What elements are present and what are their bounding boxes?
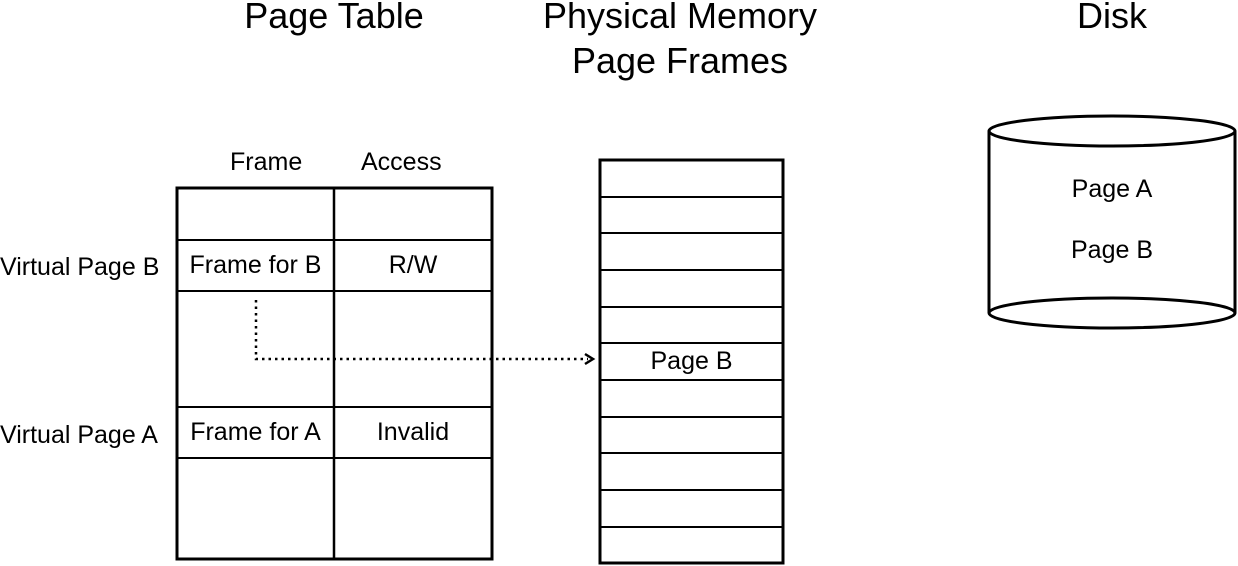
virtual-page-a-label: Virtual Page A <box>0 421 158 449</box>
frame-for-b-cell: Frame for B <box>189 251 322 279</box>
page-table-grid <box>175 186 494 561</box>
frame-column-header: Frame <box>230 148 303 176</box>
disk-title: Disk <box>1077 0 1147 36</box>
mapping-arrow <box>254 300 596 366</box>
disk-cylinder <box>987 114 1237 330</box>
disk-page-b: Page B <box>1070 236 1153 264</box>
access-invalid-cell: Invalid <box>376 418 450 446</box>
page-table-title: Page Table <box>244 0 424 36</box>
physical-frame-page-b: Page B <box>650 347 733 375</box>
virtual-page-b-label: Virtual Page B <box>0 253 160 281</box>
access-rw-cell: R/W <box>388 251 438 279</box>
page-frames-title: Page Frames <box>571 40 789 81</box>
access-column-header: Access <box>361 148 442 176</box>
physical-memory-title: Physical Memory <box>542 0 818 36</box>
disk-page-a: Page A <box>1071 175 1153 203</box>
physical-memory-frames <box>598 158 785 565</box>
frame-for-a-cell: Frame for A <box>190 418 321 446</box>
